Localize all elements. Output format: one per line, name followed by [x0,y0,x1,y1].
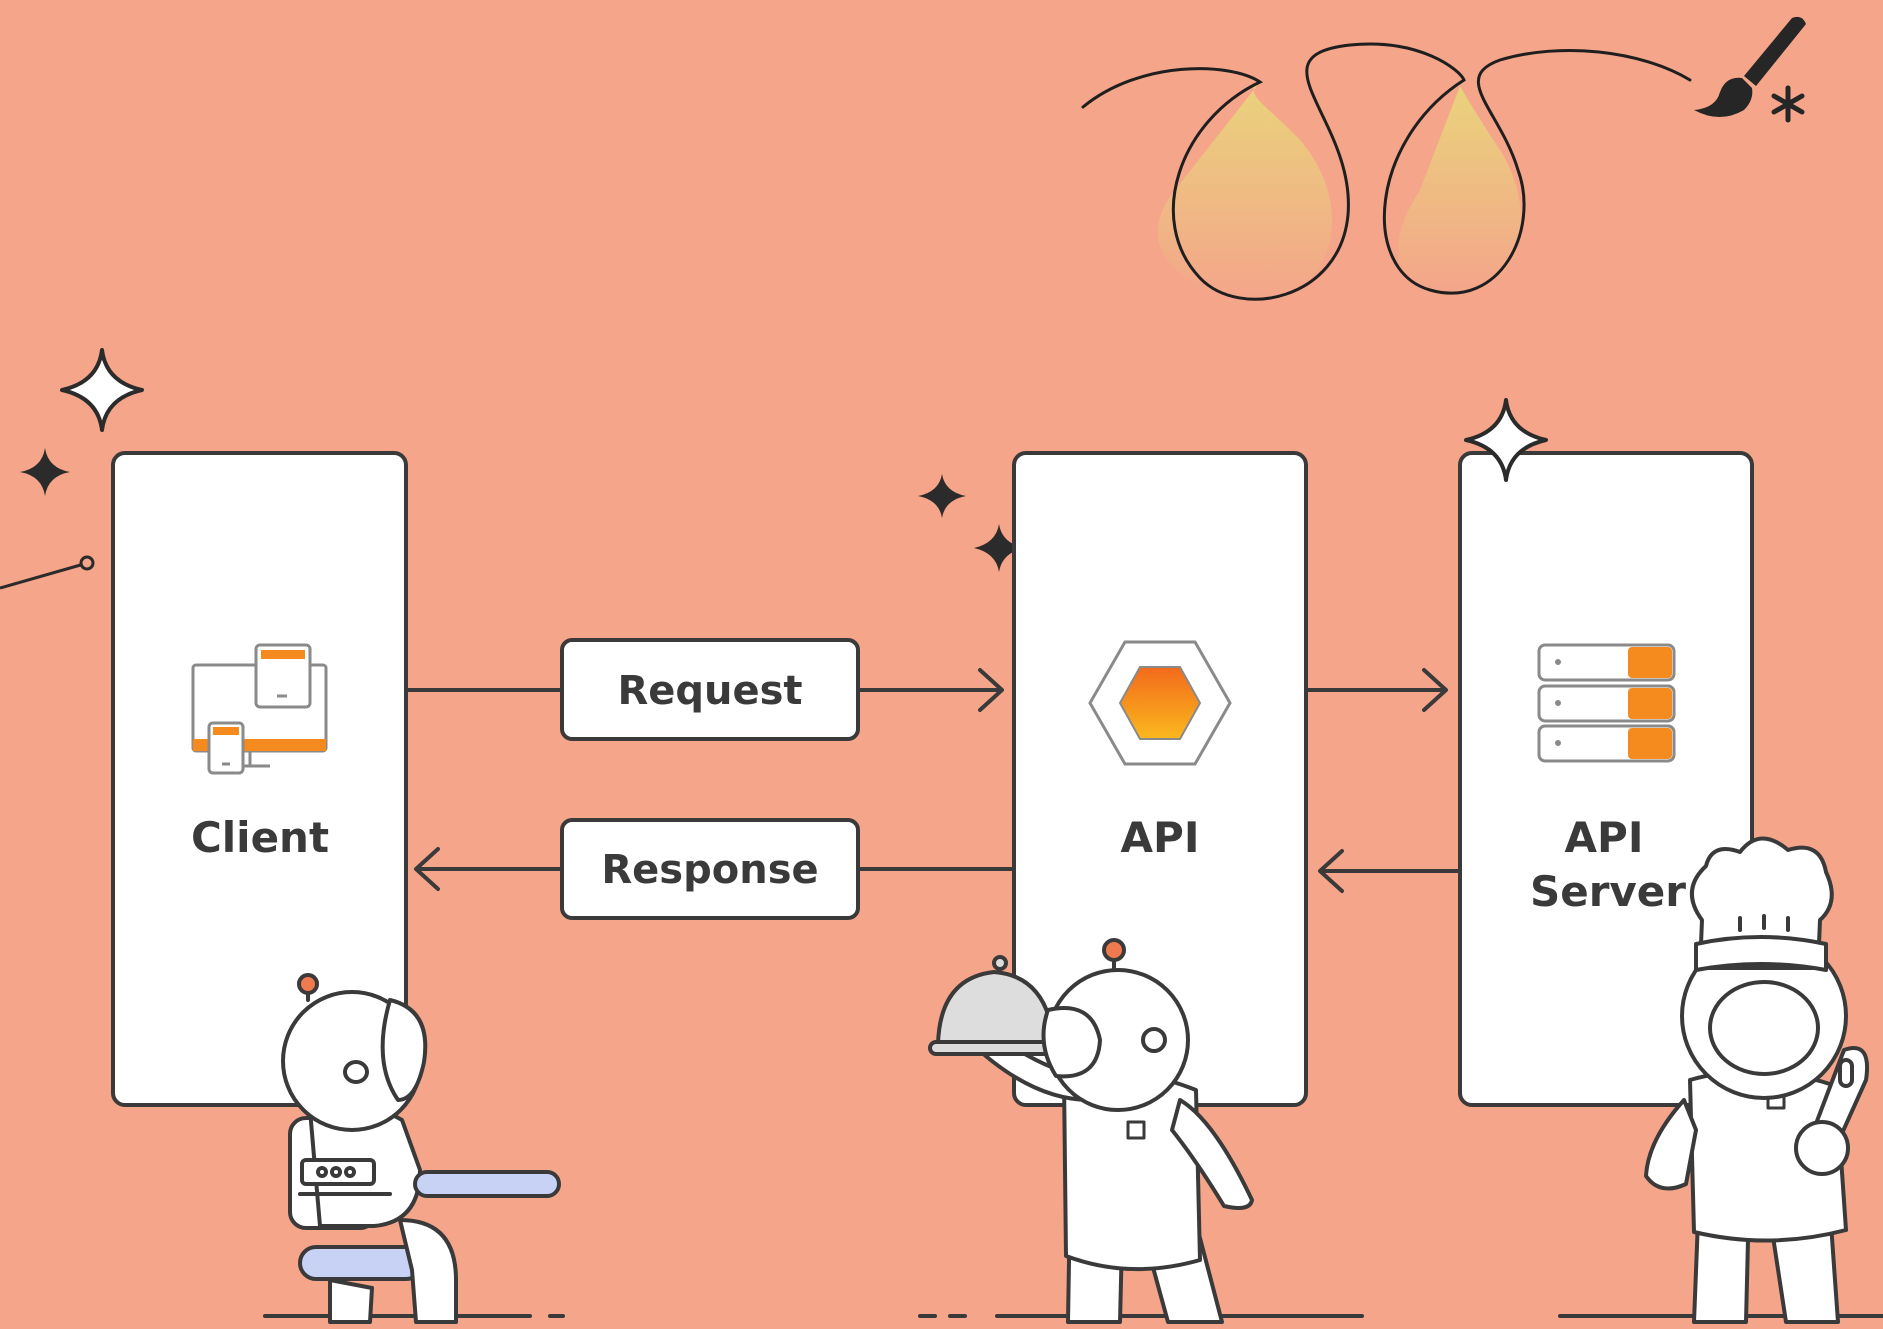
hexagon-icon [1088,640,1232,766]
sparkle-icon [60,348,144,432]
server-rack-icon [1537,643,1676,763]
asterisk-icon [1771,85,1805,123]
api-server-box [1458,451,1754,1107]
request-label: Request [617,668,802,714]
api-server-label-line2: Server [1530,867,1686,916]
astronaut-waiter [928,938,1254,1324]
response-label-box: Response [560,818,860,920]
request-connector [404,668,1004,712]
devices-icon [191,643,328,775]
api-server-label-line1: API [1565,813,1644,862]
astronaut-client [281,973,561,1324]
response-label: Response [601,847,818,893]
api-to-server-connector [1304,668,1448,712]
server-to-api-connector [1318,849,1462,893]
request-label-box: Request [560,638,860,741]
sparkle-icon [1464,398,1548,482]
sparkle-icon [974,524,1024,572]
astronaut-chef [1644,836,1869,1324]
sparkle-icon [918,474,966,518]
cable-doodle [0,555,95,590]
response-connector [414,847,1016,891]
sparkle-icon [20,448,70,496]
client-label: Client [191,813,329,862]
paintbrush-icon [1694,16,1806,117]
api-label: API [1121,813,1200,862]
client-box [111,451,408,1107]
loop-doodle [1081,42,1692,301]
